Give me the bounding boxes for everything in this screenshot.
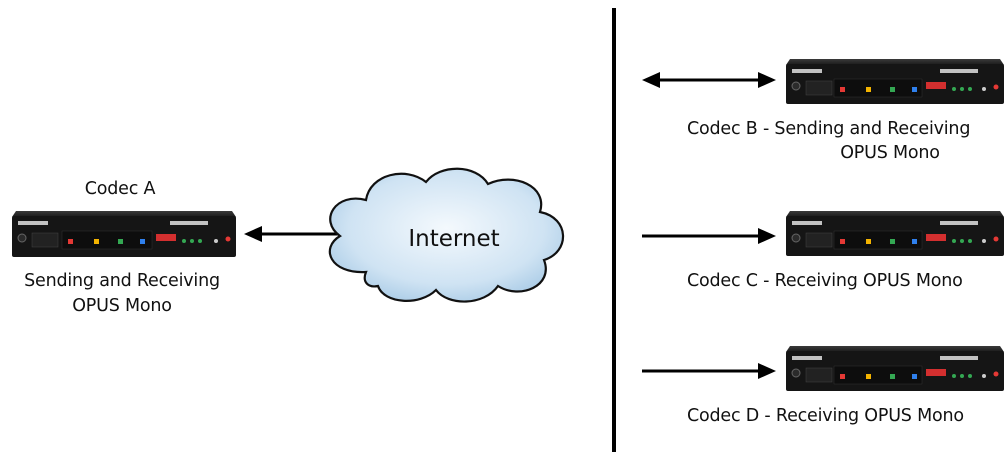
internet-cloud: Internet: [328, 167, 565, 303]
blue-led-icon: [140, 239, 145, 244]
codec-a-title: Codec A: [84, 179, 156, 199]
meter-display-icon: [156, 234, 176, 241]
headphone-jack-icon: [17, 233, 27, 243]
codec-d-device: [784, 339, 1006, 397]
codec-d-arrow: [642, 363, 776, 379]
red-led-icon: [68, 239, 73, 244]
internet-label: Internet: [408, 226, 499, 252]
codec-b-double-arrow: [642, 72, 776, 88]
codec-a-line2: OPUS Mono: [72, 296, 172, 316]
codec-b-line2: OPUS Mono: [840, 143, 940, 163]
codec-b-device: [784, 52, 1006, 110]
divider-line: [612, 8, 616, 452]
codec-c-device: [784, 204, 1006, 262]
codec-c-line1: Codec C - Receiving OPUS Mono: [687, 271, 963, 291]
power-led-icon: [225, 236, 231, 242]
brand-logo-icon: [18, 221, 48, 225]
codec-c-arrow: [642, 228, 776, 244]
codec-d-line1: Codec D - Receiving OPUS Mono: [687, 406, 964, 426]
codec-a-device: [10, 203, 238, 263]
green-led-icon: [118, 239, 123, 244]
codec-a-line1: Sending and Receiving: [24, 271, 220, 291]
yellow-led-icon: [94, 239, 99, 244]
codec-b-line1: Codec B - Sending and Receiving: [687, 119, 971, 139]
control-panel: [61, 230, 153, 250]
model-logo-icon: [170, 221, 208, 225]
